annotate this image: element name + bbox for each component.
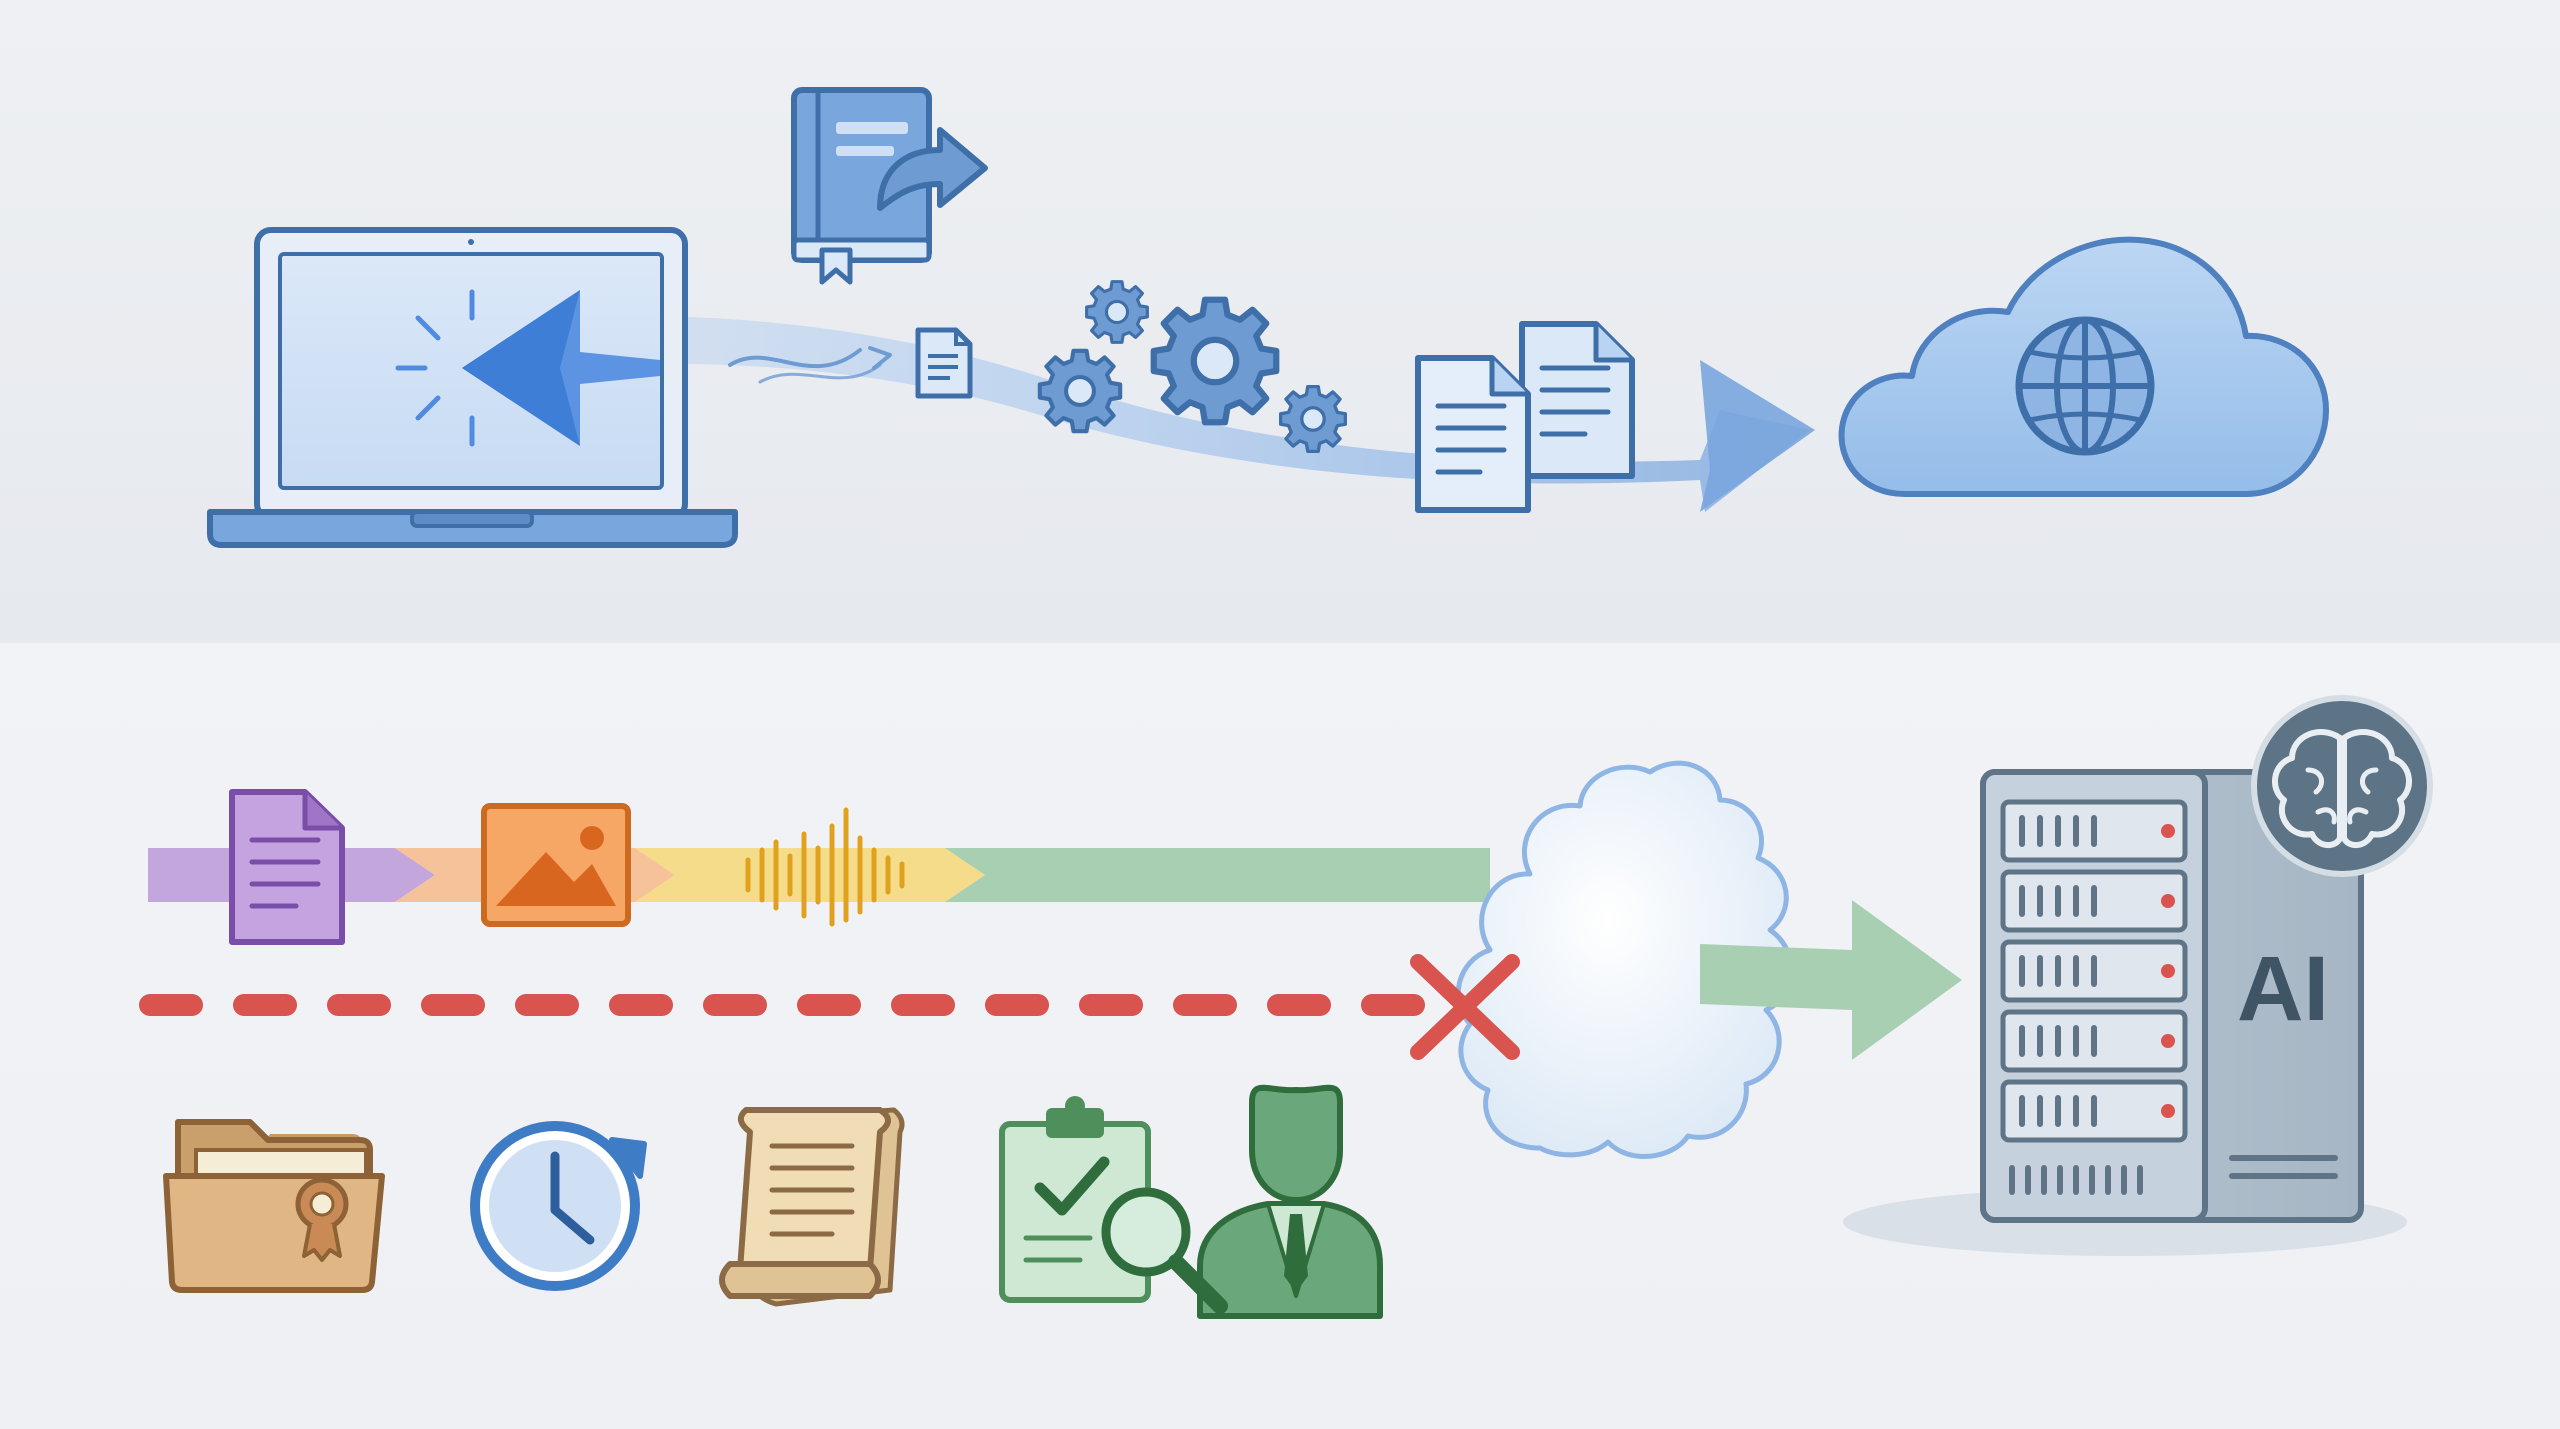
server-ai-label: AI	[2237, 938, 2329, 1040]
audio-wave-icon	[745, 807, 905, 927]
magnifier-icon	[1101, 1187, 1228, 1314]
document-icon	[1415, 355, 1531, 513]
gear-icon	[1279, 385, 1347, 453]
brain-icon	[2251, 695, 2433, 877]
laptop-icon	[207, 227, 738, 548]
certified-folder-icon	[163, 1119, 385, 1293]
stop-x-icon	[1410, 954, 1520, 1060]
person-icon	[1197, 1084, 1383, 1319]
scroll-icon	[719, 1107, 905, 1307]
document-purple-icon	[229, 789, 345, 945]
gear-icon	[1040, 351, 1120, 431]
image-icon	[481, 803, 631, 927]
document-icon	[1519, 321, 1635, 479]
gear-icon	[1085, 280, 1149, 344]
gear-icon	[1154, 300, 1277, 423]
flow-arrow-to-server	[1700, 900, 1962, 1060]
clock-refresh-icon	[470, 1121, 647, 1291]
cloud-globe-icon	[1838, 236, 2329, 497]
document-icon	[915, 327, 973, 399]
book-export-icon	[791, 87, 988, 285]
server-rack-icon: AI	[1843, 769, 2407, 1256]
